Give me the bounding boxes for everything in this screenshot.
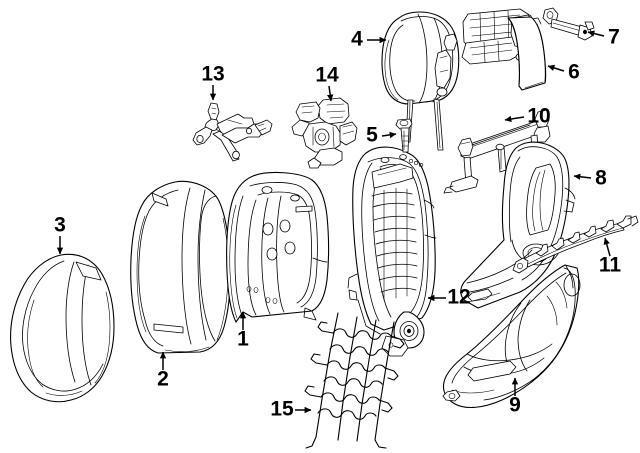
callout-10: 10 bbox=[504, 105, 551, 128]
callout-12: 12 bbox=[427, 286, 471, 309]
callout-layer: 1 2 3 4 5 6 bbox=[54, 26, 621, 421]
callout-8: 8 bbox=[573, 167, 607, 190]
part-actuator-rod bbox=[542, 7, 595, 41]
callout-3: 3 bbox=[54, 214, 66, 255]
callout-label-12: 12 bbox=[447, 286, 470, 309]
part-spring-mat bbox=[304, 312, 405, 449]
callout-5: 5 bbox=[366, 124, 397, 147]
part-lower-side-trim bbox=[442, 264, 581, 409]
part-lumbar-support-bracket bbox=[192, 102, 273, 162]
part-seat-back-cushion bbox=[10, 253, 115, 403]
part-head-restraint-guide-cover bbox=[507, 16, 547, 91]
callout-7: 7 bbox=[587, 26, 620, 49]
callout-9: 9 bbox=[509, 377, 521, 417]
callout-label-8: 8 bbox=[595, 167, 607, 190]
part-trim-retainer-strip bbox=[512, 215, 639, 274]
callout-label-5: 5 bbox=[366, 124, 378, 147]
callout-6: 6 bbox=[547, 61, 580, 84]
callout-11: 11 bbox=[599, 237, 622, 277]
callout-label-3: 3 bbox=[54, 214, 66, 237]
callout-label-6: 6 bbox=[568, 61, 580, 84]
callout-label-10: 10 bbox=[527, 105, 550, 128]
callout-label-4: 4 bbox=[351, 28, 363, 51]
part-side-bolster-trim bbox=[460, 141, 576, 309]
callout-4: 4 bbox=[351, 28, 387, 51]
callout-1: 1 bbox=[237, 311, 249, 351]
part-bolt bbox=[395, 118, 413, 153]
callout-15: 15 bbox=[270, 398, 312, 421]
callout-label-9: 9 bbox=[509, 394, 521, 417]
callout-2: 2 bbox=[157, 351, 169, 391]
callout-label-14: 14 bbox=[315, 64, 339, 87]
callout-14: 14 bbox=[315, 64, 339, 102]
callout-label-7: 7 bbox=[608, 26, 620, 49]
part-head-restraint bbox=[381, 11, 460, 151]
part-motor-gear-assembly bbox=[291, 97, 358, 169]
part-seat-back-cover bbox=[130, 180, 231, 354]
callout-label-15: 15 bbox=[270, 398, 294, 421]
part-seat-back-frame bbox=[347, 146, 437, 357]
part-seat-back-panel bbox=[226, 171, 330, 323]
callout-13: 13 bbox=[201, 63, 225, 101]
callout-label-11: 11 bbox=[599, 254, 622, 277]
callout-label-13: 13 bbox=[201, 63, 224, 86]
callout-label-1: 1 bbox=[237, 328, 249, 351]
callout-label-2: 2 bbox=[157, 368, 169, 391]
